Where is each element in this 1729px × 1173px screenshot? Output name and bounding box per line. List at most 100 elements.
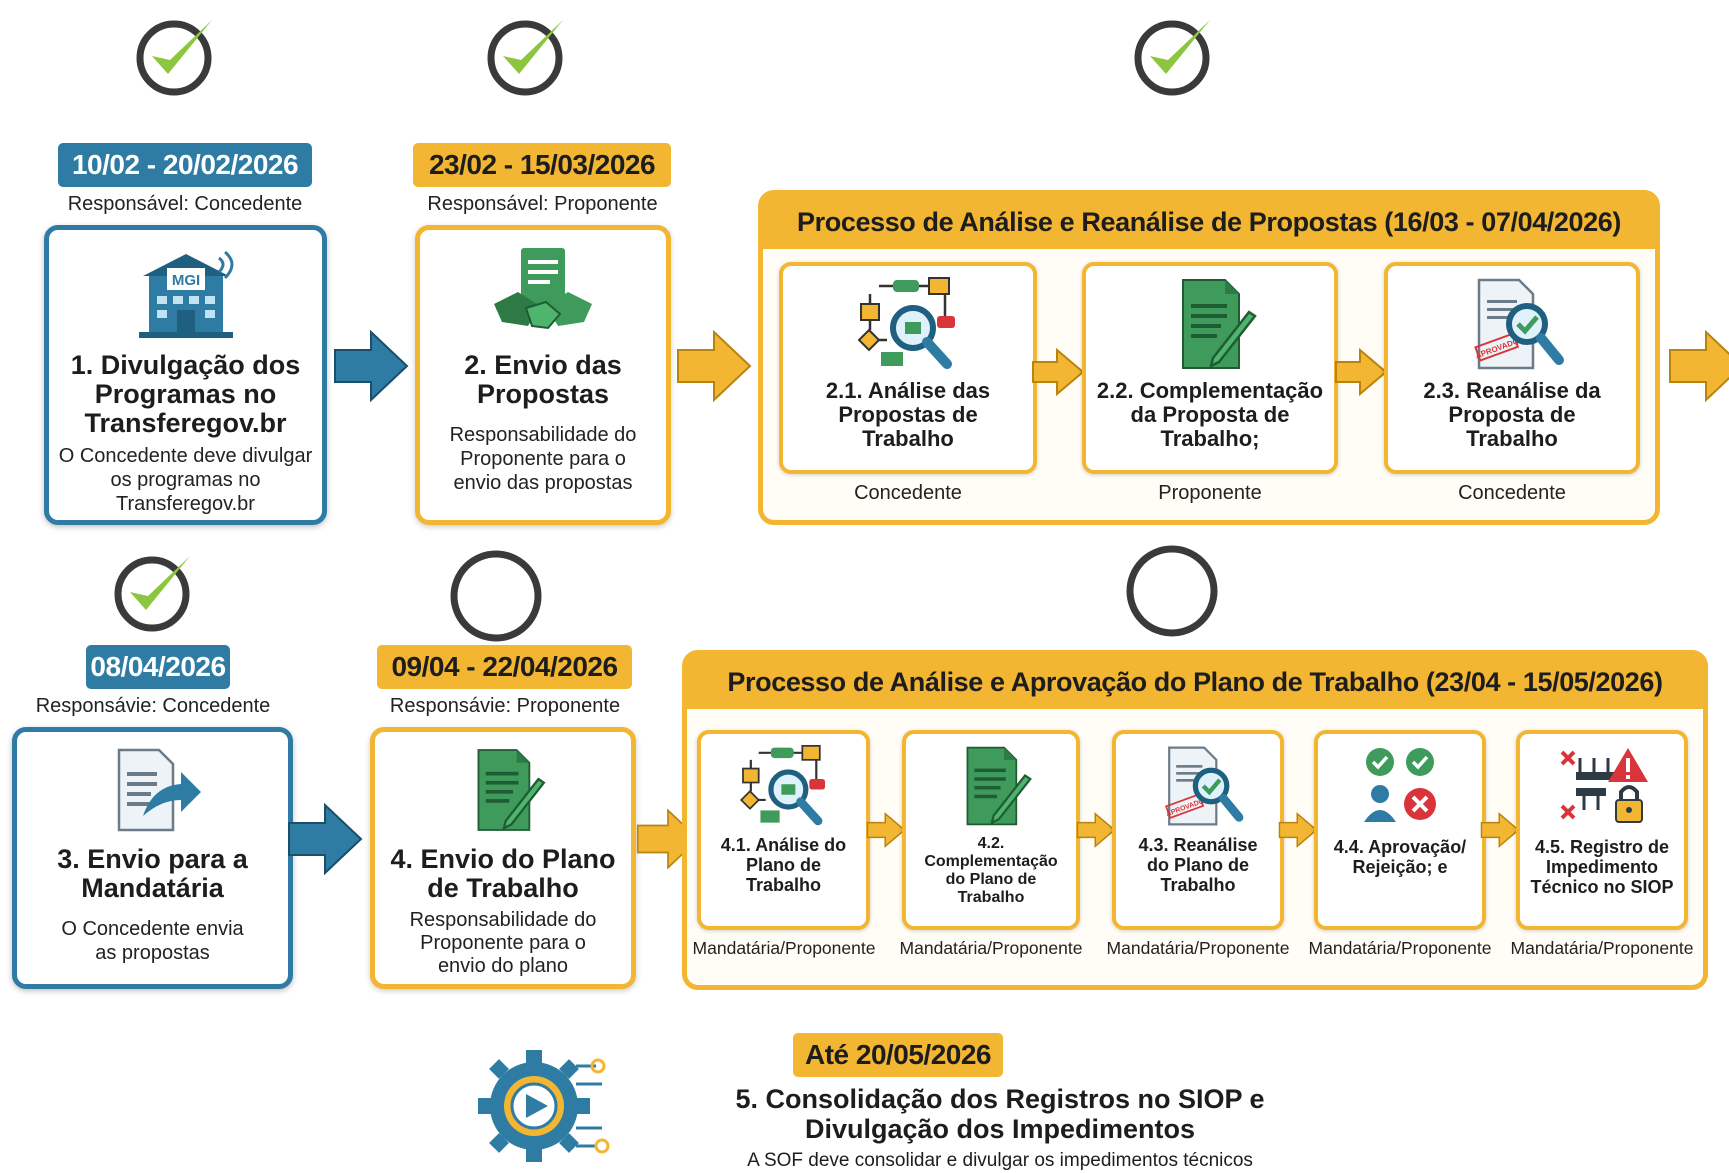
impediment-warning-icon	[1554, 744, 1650, 833]
substep-title-line: 2.2. Complementação	[1096, 378, 1324, 403]
substep-card: 2.1. Análise das Propostas de Trabalho	[779, 262, 1037, 474]
document-approved-magnifier-icon: APROVADO	[1457, 276, 1567, 377]
arrow-right-icon	[1031, 347, 1085, 401]
step-desc-line: O Concedente envia	[61, 918, 244, 940]
substep-card: 4.1. Análise do Plano de Trabalho	[697, 730, 870, 930]
step-title-line: 2. Envio das	[464, 350, 622, 380]
substep-role: Mandatária/Proponente	[1106, 938, 1290, 958]
substep-role: Proponente	[1158, 482, 1262, 504]
substep-title-line: Impedimento	[1545, 857, 1658, 877]
substep-card: APROVADO 4.3. Reanálise do Plano de Trab…	[1112, 730, 1284, 930]
status-check-icon	[483, 12, 567, 96]
step-4-card: 4. Envio do Plano de Trabalho Responsabi…	[370, 727, 636, 989]
step-desc-line: Proponente para o	[460, 448, 626, 470]
document-pencil-icon	[943, 744, 1039, 833]
substep-card: 4.5. Registro de Impedimento Técnico no …	[1516, 730, 1688, 930]
substep-title-line: da Proposta de	[1130, 402, 1290, 427]
handshake-document-icon	[488, 244, 598, 345]
date-badge: 23/02 - 15/03/2026	[413, 143, 671, 187]
responsible-label: Responsávie: Proponente	[389, 695, 621, 717]
substep-title-line: 2.1. Análise das	[825, 378, 991, 403]
substep-card: 4.4. Aprovação/ Rejeição; e	[1314, 730, 1486, 930]
step-desc-line: Responsabilidade do	[449, 424, 637, 446]
flowchart-magnifier-icon	[853, 276, 963, 377]
step-title-line: de Trabalho	[427, 873, 579, 903]
status-pending-circle-icon	[448, 548, 544, 644]
substep-title-line: Propostas de	[838, 402, 978, 427]
arrow-right-icon	[866, 812, 906, 853]
substep-title-line: Trabalho	[862, 426, 954, 451]
substep-title-line: do Plano de	[1146, 855, 1249, 875]
status-check-icon	[1130, 12, 1214, 96]
substep-role: Mandatária/Proponente	[1510, 938, 1694, 958]
substep-role: Mandatária/Proponente	[1308, 938, 1492, 958]
date-badge: 10/02 - 20/02/2026	[58, 143, 312, 187]
step-desc-line: envio do plano	[437, 955, 569, 977]
document-pencil-icon	[1155, 276, 1265, 377]
substep-title-line: 4.4. Aprovação/	[1333, 837, 1467, 857]
date-badge: 09/04 - 22/04/2026	[377, 645, 632, 689]
responsible-label: Responsávie: Concedente	[35, 695, 271, 717]
substep-card: APROVADO 2.3. Reanálise da Proposta de T…	[1384, 262, 1640, 474]
step-title-line: 1. Divulgação dos	[70, 350, 301, 380]
status-check-icon	[132, 12, 216, 96]
step-desc-line: Responsabilidade do	[409, 909, 597, 931]
arrow-right-icon	[1334, 347, 1388, 401]
step-title-line: Propostas	[476, 379, 610, 409]
substep-title-line: 4.2. Complementação	[924, 835, 1058, 870]
date-badge: 08/04/2026	[86, 645, 230, 689]
step-1-card: MGI 1. Divulgação dos Programas no Trans…	[44, 225, 327, 525]
step-5-description: A SOF deve consolidar e divulgar os impe…	[747, 1150, 1253, 1171]
substep-title-line: Proposta de	[1448, 402, 1576, 427]
substep-title-line: Trabalho	[1466, 426, 1558, 451]
substep-title-line: Trabalho	[745, 875, 821, 895]
step-desc-line: as propostas	[95, 942, 210, 964]
arrow-right-icon	[287, 802, 363, 880]
substep-role: Concedente	[1458, 482, 1566, 504]
process-title: Processo de Análise e Reanálise de Propo…	[763, 195, 1655, 249]
substep-card: 2.2. Complementação da Proposta de Traba…	[1082, 262, 1338, 474]
substep-title-line: 4.5. Registro de	[1534, 837, 1670, 857]
substep-title-line: 4.3. Reanálise	[1138, 835, 1258, 855]
responsible-label: Responsável: Proponente	[427, 193, 658, 215]
substep-title-line: Trabalho;	[1160, 426, 1260, 451]
arrow-right-icon	[1278, 812, 1318, 853]
process-title: Processo de Análise e Aprovação do Plano…	[687, 655, 1703, 709]
step-desc-line: Proponente para o	[420, 932, 586, 954]
step-5-title-line: 5. Consolidação dos Registros no SIOP e	[735, 1084, 1265, 1114]
step-title-line: Transferegov.br	[84, 408, 287, 438]
step-desc-line: envio das propostas	[453, 472, 633, 494]
substep-role: Concedente	[854, 482, 962, 504]
building-icon: MGI	[131, 244, 241, 345]
flowchart-magnifier-icon	[736, 744, 832, 833]
step-title-line: 3. Envio para a	[57, 844, 248, 874]
substep-title-line: Técnico no SIOP	[1530, 877, 1674, 897]
svg-text:MGI: MGI	[171, 272, 199, 289]
substep-title-line: Trabalho	[1160, 875, 1236, 895]
step-desc-line: Transferegov.br	[116, 493, 255, 515]
step-title-line: 4. Envio do Plano	[390, 844, 616, 874]
substep-title-line: Trabalho	[957, 889, 1025, 906]
status-check-icon	[110, 548, 194, 632]
approval-rejection-icon	[1352, 744, 1448, 833]
arrow-right-icon	[676, 329, 752, 407]
step-5-title-line: Divulgação dos Impedimentos	[804, 1114, 1196, 1144]
document-forward-icon	[103, 746, 203, 839]
status-pending-circle-icon	[1124, 543, 1220, 639]
substep-title-line: do Plano de	[945, 871, 1037, 888]
substep-title-line: 2.3. Reanálise da	[1423, 378, 1601, 403]
step-desc-line: os programas no	[110, 469, 261, 491]
substep-title-line: Rejeição; e	[1352, 857, 1448, 877]
substep-title-line: Plano de	[745, 855, 821, 875]
date-badge: Até 20/05/2026	[793, 1033, 1003, 1077]
arrow-right-icon	[333, 329, 409, 407]
substep-card: 4.2. Complementação do Plano de Trabalho	[902, 730, 1080, 930]
substep-role: Mandatária/Proponente	[692, 938, 876, 958]
substep-role: Mandatária/Proponente	[899, 938, 1083, 958]
step-3-card: 3. Envio para a Mandatária O Concedente …	[12, 727, 293, 989]
arrow-right-icon	[1480, 812, 1520, 853]
step-desc-line: O Concedente deve divulgar	[58, 445, 313, 467]
document-approved-magnifier-icon: APROVADO	[1150, 744, 1246, 833]
document-pencil-icon	[453, 746, 553, 839]
gear-play-icon	[472, 1036, 612, 1173]
